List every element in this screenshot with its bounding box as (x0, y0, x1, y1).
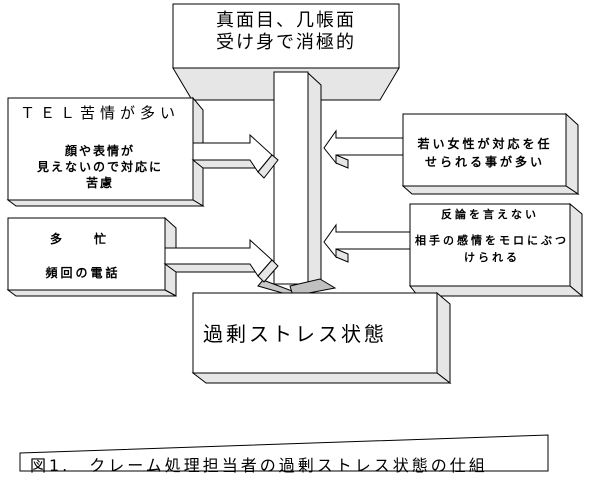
result-box-face (192, 292, 438, 374)
left-box-2-line-1: 多 忙 (49, 232, 116, 246)
right-box-2-face (409, 203, 571, 287)
central-arrow-head-right (289, 278, 337, 297)
right-box-1-side (565, 112, 579, 195)
result-box-bottom (191, 372, 452, 384)
left-arrow-2-lower (163, 263, 264, 273)
caption-frame (19, 434, 549, 472)
right-box-1-text: 若い女性が対応を任 せられる事が多い (405, 135, 565, 171)
top-box-face (172, 3, 400, 69)
right-arrow-2 (323, 223, 411, 259)
left-box-1-text: 顔や表情が 見えないので対応に 苦慮 (8, 143, 192, 191)
right-box-2-title: 反論を言えない (441, 208, 539, 221)
top-box-text: 真面目、几帳面 受け身で消極的 (173, 10, 399, 54)
left-box-2-bottom (6, 289, 177, 297)
left-box-1-title: ＴＥＬ苦情が多い (19, 104, 180, 122)
right-box-2-line-2: けられる (464, 251, 520, 264)
left-arrow-2-tip (257, 259, 279, 283)
right-arrow-1-lower (335, 154, 349, 169)
right-arrow-2-lower (335, 248, 349, 263)
result-box-label: 過剰ストレス状態 (203, 322, 387, 346)
central-arrow-shaft (273, 71, 309, 285)
result-box-side (436, 291, 451, 385)
left-box-1-line-3: 苦慮 (85, 176, 114, 190)
right-arrow-1 (323, 129, 404, 165)
top-box-line-1: 真面目、几帳面 (216, 10, 356, 31)
left-box-2-face (7, 217, 166, 291)
top-box-line-2: 受け身で消極的 (216, 32, 356, 53)
right-box-2-text: 相手の感情をモロにぶつ けられる (408, 232, 576, 266)
left-box-1-line-1: 顔や表情が (64, 144, 135, 158)
right-box-1-face (402, 113, 567, 187)
left-arrow-1-tip (257, 154, 279, 179)
figure-caption: 図1. クレーム処理担当者の過剰ストレス状態の仕組 (30, 456, 488, 475)
right-box-1-line-1: 若い女性が対応を任 (417, 137, 553, 151)
right-box-1-line-2: せられる事が多い (424, 155, 545, 169)
right-box-1-bottom (401, 185, 580, 195)
left-box-1-bottom (6, 199, 205, 207)
left-box-1-face (7, 97, 194, 201)
right-box-2-line-1: 相手の感情をモロにぶつ (415, 234, 569, 247)
left-box-2-line-2: 頻回の電話 (45, 266, 121, 280)
central-arrow-side (307, 71, 322, 283)
left-box-1-line-2: 見えないので対応に (36, 160, 163, 174)
